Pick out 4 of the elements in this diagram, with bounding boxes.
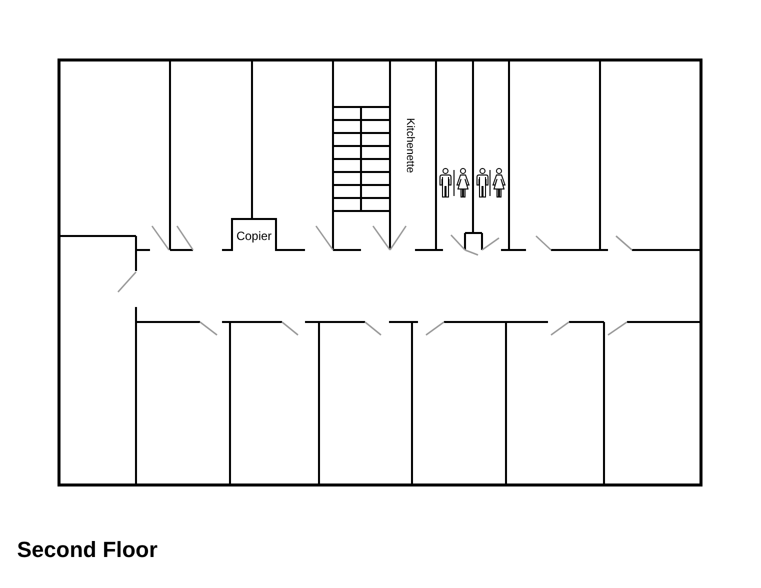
copier-box	[231, 218, 277, 251]
copier-label: Copier	[236, 230, 272, 242]
floor-title: Second Floor	[17, 536, 158, 564]
room-label: Kitchenette	[403, 118, 417, 176]
